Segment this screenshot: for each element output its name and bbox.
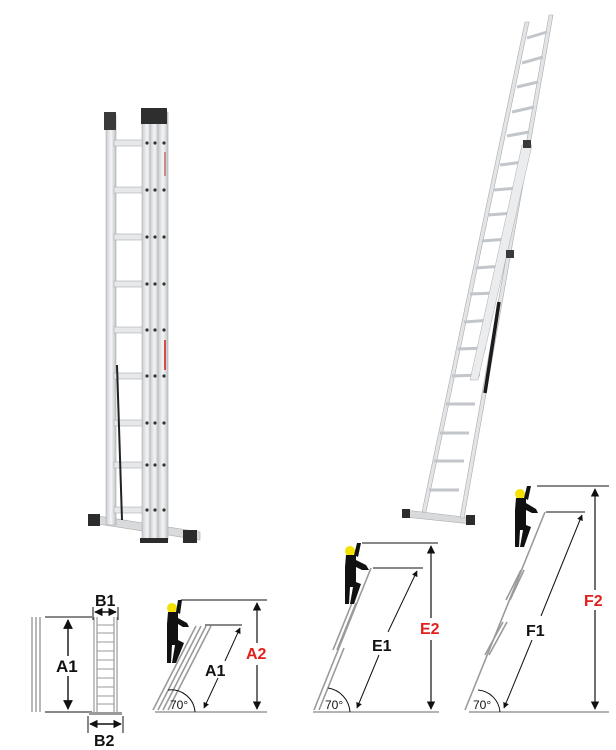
reach-a-height-label: A2 [246, 646, 267, 663]
reach-f-length-label: F1 [526, 623, 545, 640]
dim-base-width-label: B2 [94, 733, 115, 750]
reach-e-height-label: E2 [420, 621, 440, 638]
angle-label-a: 70° [170, 698, 188, 712]
reach-diagram-a: 70° A1 A2 [152, 599, 267, 713]
foot-cap-left [88, 514, 100, 526]
dimensions-diagram: A1 B1 B2 [31, 593, 124, 750]
reach-diagram-f: 70° F1 F2 [464, 485, 609, 713]
climber-figure-f [515, 486, 538, 547]
extended-ladder-image [402, 14, 554, 525]
extended-rungs [429, 30, 548, 492]
reach-f-height-label: F2 [584, 593, 603, 610]
dim-top-width-label: B1 [95, 593, 116, 610]
reach-diagram-e: 70° E1 E2 [313, 542, 440, 713]
foot-cap-right [183, 530, 197, 543]
dim-height-label: A1 [56, 657, 78, 676]
reach-e-length-label: E1 [372, 638, 392, 655]
reach-a-length-label: A1 [205, 663, 226, 680]
climber-figure-a [167, 600, 189, 663]
angle-label-e: 70° [325, 698, 343, 712]
angle-label-f: 70° [473, 698, 491, 712]
collapsed-ladder-image [88, 108, 201, 543]
collapsed-rungs [113, 139, 147, 514]
climber-figure-e [345, 543, 369, 604]
